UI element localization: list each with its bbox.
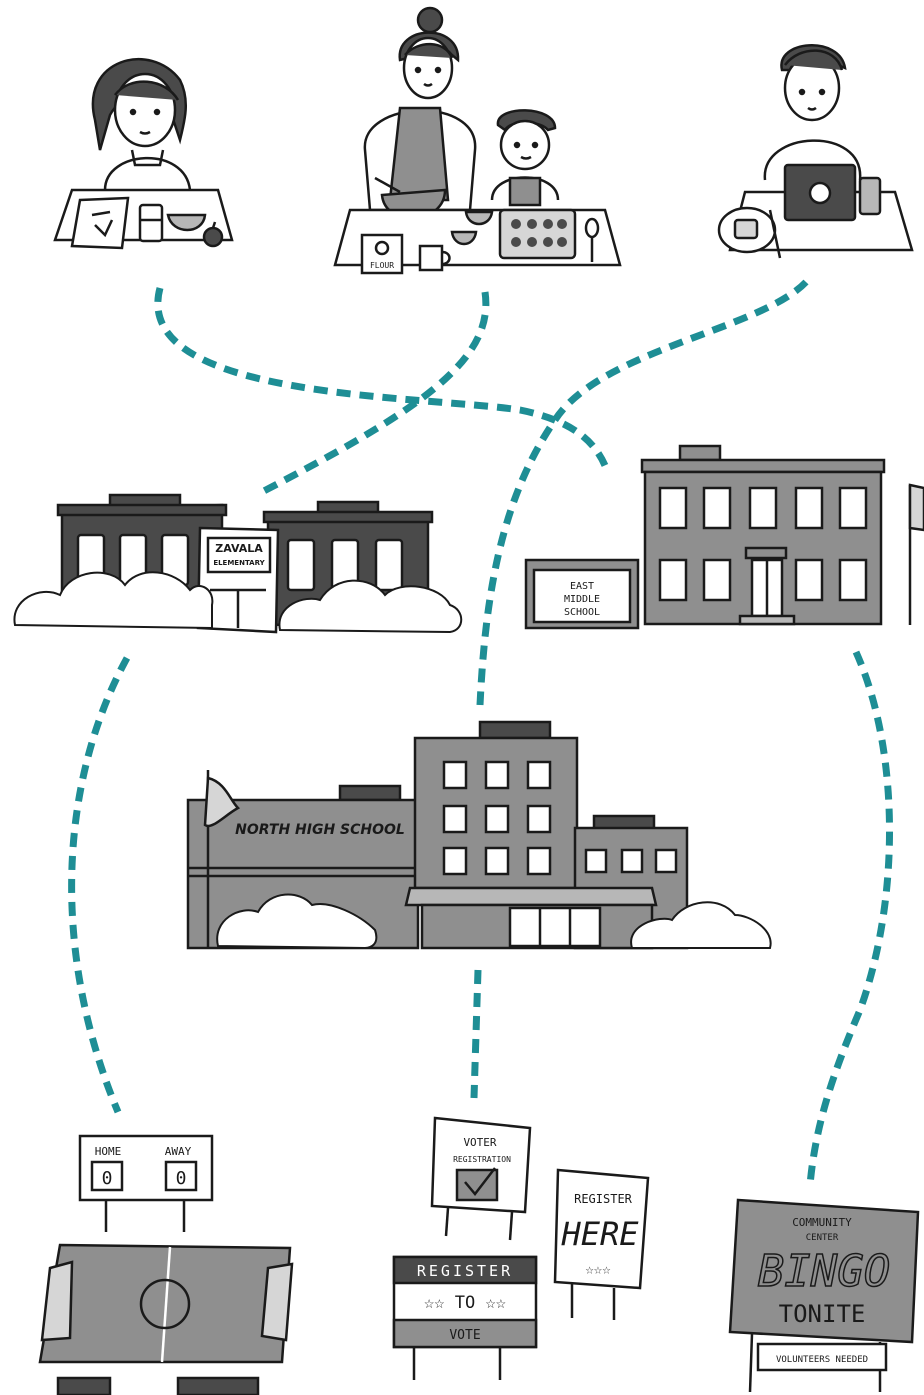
scoreboard: HOME AWAY 0 0 xyxy=(78,1134,214,1232)
register-here-sign: REGISTER HERE ☆☆☆ xyxy=(553,1168,650,1320)
middle-school: EAST MIDDLE SCHOOL xyxy=(524,444,924,630)
scoreboard-away-score: 0 xyxy=(176,1168,187,1189)
register-here-stars: ☆☆☆ xyxy=(585,1262,611,1278)
middle-sign-line2: MIDDLE xyxy=(564,594,600,605)
register-here-line1: REGISTER xyxy=(574,1192,633,1206)
register-vote-middle: ☆☆ TO ☆☆ xyxy=(424,1293,506,1313)
bingo-banner: VOLUNTEERS NEEDED xyxy=(776,1355,868,1365)
baking-table: FLOUR xyxy=(333,208,622,275)
bingo-sign: COMMUNITY CENTER BINGO TONITE VOLUNTEERS… xyxy=(728,1198,920,1393)
elementary-school: ZAVALA ELEMENTARY xyxy=(13,493,463,634)
connector-high-to-voter xyxy=(470,969,482,1099)
soccer-field-icon xyxy=(38,1243,294,1395)
bingo-line4: TONITE xyxy=(779,1300,866,1328)
scoreboard-home-label: HOME xyxy=(95,1145,122,1158)
child-baking-icon xyxy=(490,109,560,207)
student-laptop-icon xyxy=(717,44,914,259)
register-vote-top: REGISTER xyxy=(417,1262,513,1280)
girl-drawing-icon xyxy=(53,57,234,250)
flour-label: FLOUR xyxy=(370,261,394,270)
middle-sign-line3: SCHOOL xyxy=(564,607,600,618)
connector-middle-to-bingo xyxy=(806,650,893,1186)
scoreboard-home-score: 0 xyxy=(102,1168,113,1189)
parent-baking-icon xyxy=(363,6,477,220)
register-to-vote-sign: REGISTER ☆☆ TO ☆☆ VOTE xyxy=(392,1255,538,1380)
elementary-sign-line1: ZAVALA xyxy=(215,542,263,555)
bingo-line2: CENTER xyxy=(806,1233,839,1243)
connector-girl-to-middle xyxy=(154,287,610,470)
connector-lines xyxy=(68,279,893,1186)
bingo-line1: COMMUNITY xyxy=(792,1216,852,1229)
register-here-line2: HERE xyxy=(560,1215,639,1253)
voter-sign-line1: VOTER xyxy=(463,1136,496,1149)
scoreboard-away-label: AWAY xyxy=(165,1145,192,1158)
connector-student-to-high xyxy=(476,279,809,706)
elementary-sign-line2: ELEMENTARY xyxy=(213,559,265,567)
bingo-line3: BINGO xyxy=(758,1246,890,1297)
voter-sign-line2: REGISTRATION xyxy=(453,1155,511,1164)
voter-registration-sign: VOTER REGISTRATION xyxy=(430,1116,532,1241)
register-vote-bottom: VOTE xyxy=(449,1328,480,1343)
middle-sign-line1: EAST xyxy=(570,581,594,592)
high-school-sign: NORTH HIGH SCHOOL xyxy=(235,822,405,838)
connector-elementary-to-soccer xyxy=(68,656,131,1114)
connector-family-to-elementary xyxy=(258,291,490,497)
high-school: NORTH HIGH SCHOOL xyxy=(186,720,772,950)
